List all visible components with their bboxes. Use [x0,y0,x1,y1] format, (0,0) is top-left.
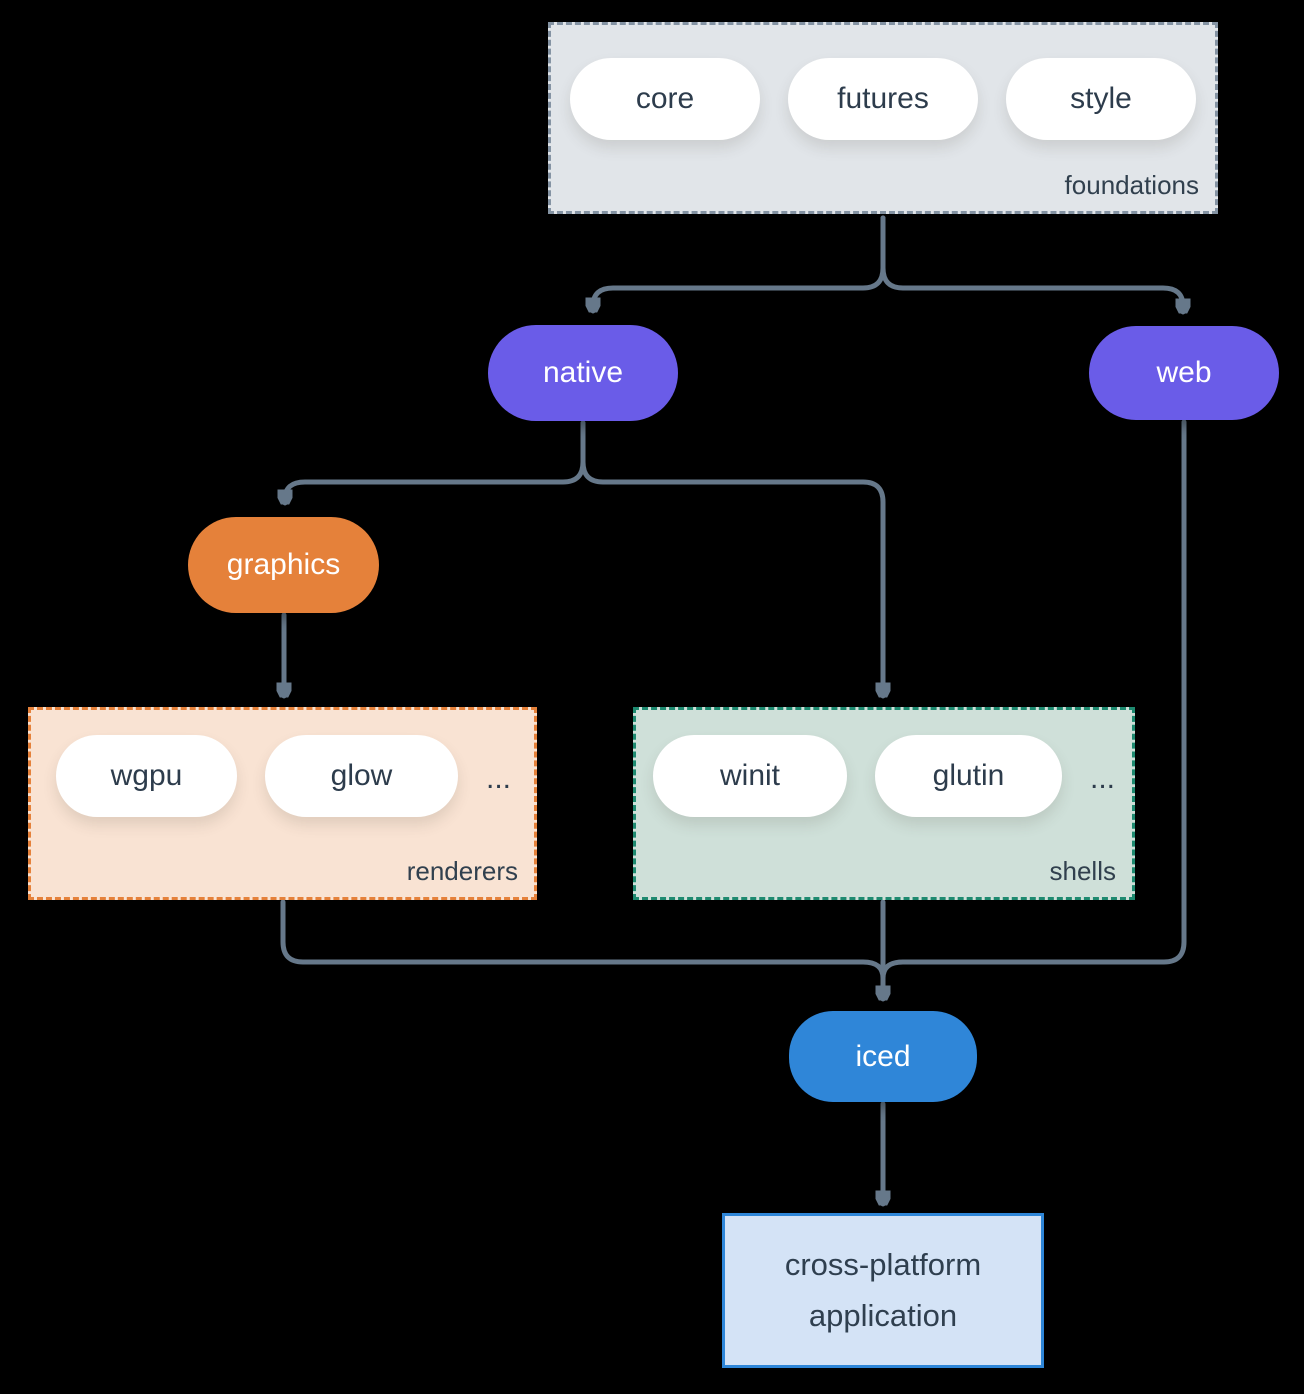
pill-glutin: glutin [875,735,1062,817]
pill-futures: futures [788,58,978,140]
renderers-pill-row: wgpu glow ... [31,710,534,817]
pill-glow: glow [265,735,458,817]
node-graphics: graphics [188,517,379,613]
pill-core: core [570,58,760,140]
foundations-label: foundations [1064,170,1199,200]
node-native: native [488,325,678,421]
group-renderers: wgpu glow ... renderers [28,707,537,900]
edge-native-shells [580,420,883,699]
renderers-label: renderers [406,856,518,886]
node-cross-platform-application: cross-platform application [722,1213,1044,1368]
pill-winit: winit [653,735,847,817]
shells-pill-row: winit glutin ... [636,710,1132,817]
edge-native-graphics [285,420,586,506]
shells-label: shells [1049,856,1116,886]
application-label-line2: application [808,1297,958,1333]
node-web: web [1089,326,1279,420]
group-shells: winit glutin ... shells [633,707,1135,900]
edge-foundations-native [593,215,886,314]
group-foundations: core futures style foundations [548,22,1218,214]
node-iced: iced [789,1011,977,1102]
pill-wgpu: wgpu [56,735,237,817]
edge-foundations-web [880,215,1183,315]
foundations-pill-row: core futures style [551,25,1215,140]
application-label-line1: cross-platform [784,1247,982,1283]
edge-renderers-iced [280,899,886,981]
renderers-ellipsis: ... [486,762,512,795]
pill-style: style [1006,58,1196,140]
shells-ellipsis: ... [1090,762,1116,795]
